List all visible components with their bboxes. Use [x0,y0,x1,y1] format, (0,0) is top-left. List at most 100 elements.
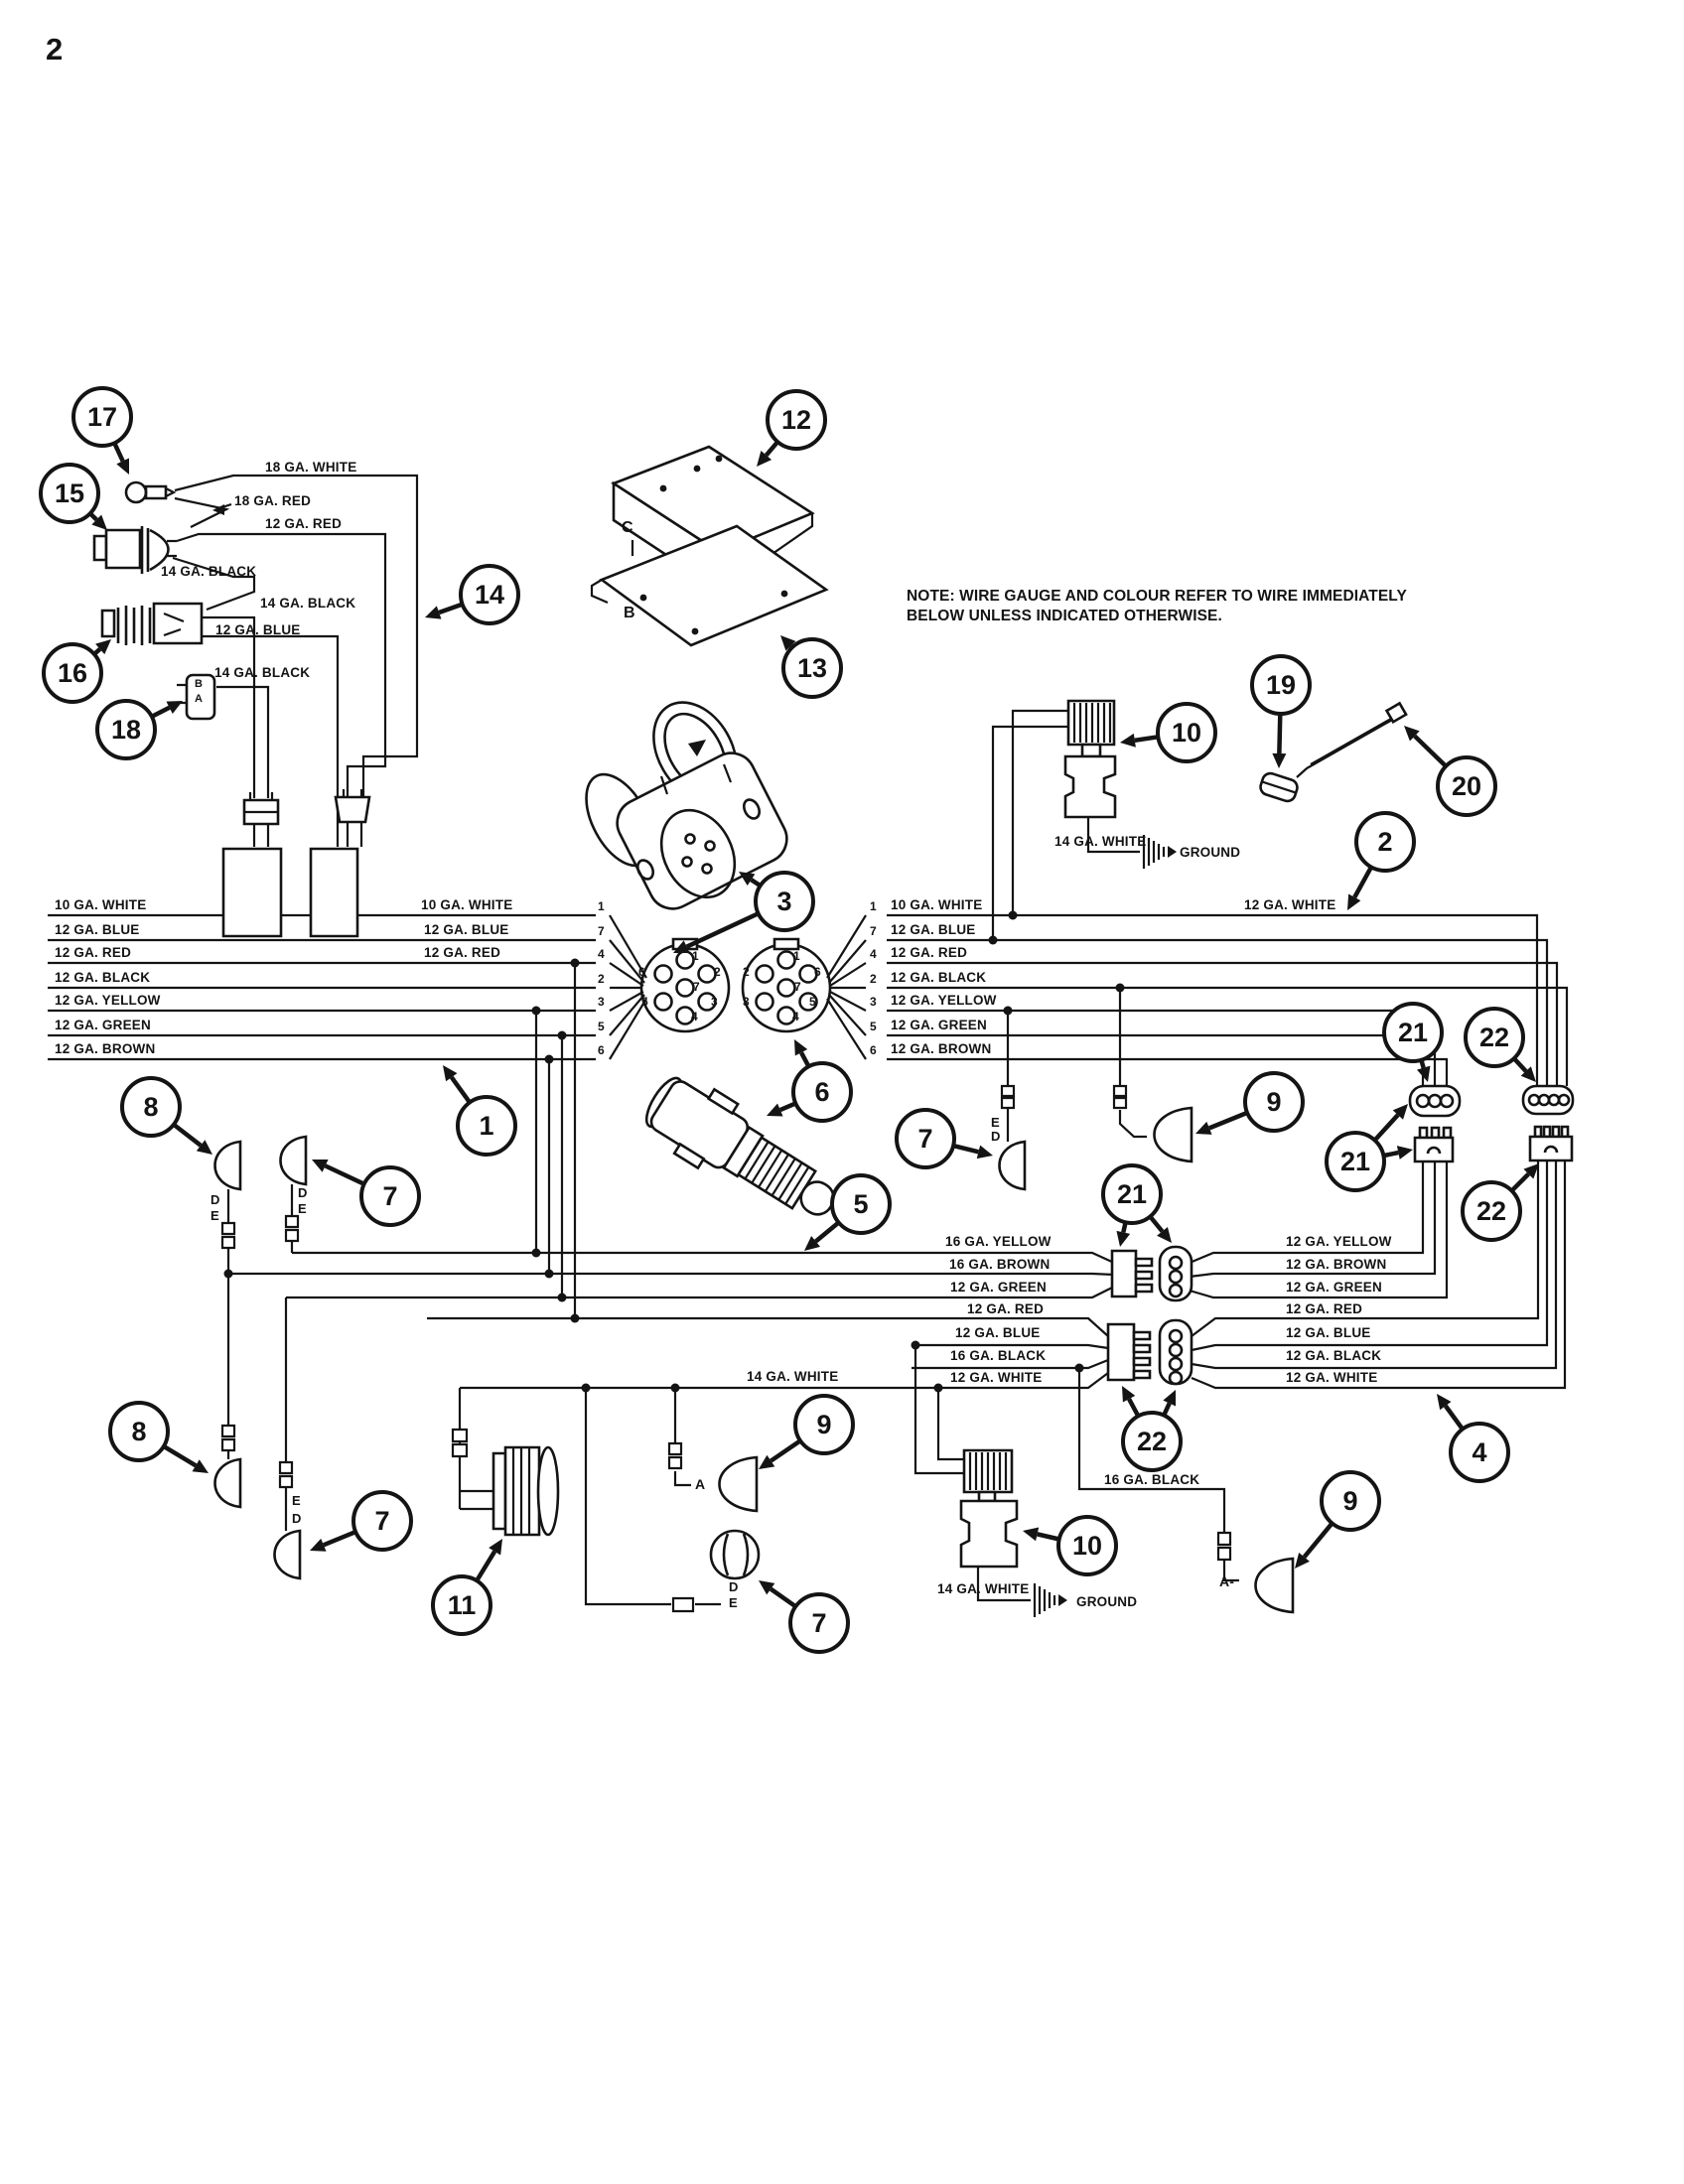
ground-symbol-top [1144,835,1177,869]
callout-number: 5 [853,1188,869,1219]
junction-dots [223,910,1125,1393]
lamp-9-bottom-mid [669,1388,757,1511]
center-bundle [228,963,1565,1388]
wire-label: 12 GA. BLUE [1286,1325,1371,1340]
callout-number: 16 [57,657,88,688]
wire-label: 12 GA. RED [265,516,343,531]
callout-number: 3 [776,886,792,916]
callout-number: 17 [86,401,118,432]
connector-22-right [1523,1086,1573,1160]
callout-circle: 20 [1436,755,1497,817]
wire-label: 12 GA. BLACK [1286,1348,1382,1363]
callout-number: 22 [1478,1022,1510,1052]
wire-label: 3 [711,995,718,1009]
wire-label: 12 GA. GREEN [55,1018,151,1032]
callout-number: 14 [474,579,505,610]
wire-label: B [195,678,204,690]
callout-number: 1 [479,1110,494,1141]
socket-16 [102,604,202,645]
wire-label: D [991,1129,1001,1144]
note-text: NOTE: WIRE GAUGE AND COLOUR REFER TO WIR… [907,587,1423,626]
callout-circle: 7 [788,1592,850,1654]
wire-label: A- [1219,1573,1235,1589]
wire-label: D [210,1192,220,1207]
circuit-breaker-10-top [993,701,1140,937]
wire-label: 2 [743,965,750,979]
connector-22-center [1108,1320,1192,1384]
wire-label: 14 GA. WHITE [937,1581,1030,1596]
callout-number: 8 [131,1416,147,1446]
wire-label: 16 GA. BLACK [1104,1472,1200,1487]
callout-circle: 9 [1320,1470,1381,1532]
wire-label: 12 GA. YELLOW [55,993,161,1008]
wire-label: 2 [714,965,721,979]
wire-label: 18 GA. RED [234,493,312,508]
wire-label: 3 [743,995,750,1009]
callout-circle: 9 [793,1394,855,1455]
wire-label: 12 GA. RED [891,945,968,960]
note-line-2: BELOW UNLESS INDICATED OTHERWISE. [907,608,1222,624]
wire-label: E [298,1201,307,1216]
callout-number: 7 [374,1505,390,1536]
wire-label: 6 [870,1043,877,1057]
callout-number: 4 [1472,1436,1487,1467]
wire-label: 4 [870,947,877,961]
wire-label: 5 [598,1020,605,1033]
wire-label: 16 GA. YELLOW [945,1234,1052,1249]
wire-label: 12 GA. RED [1286,1301,1363,1316]
wire-label: 10 GA. WHITE [421,897,513,912]
callout-number: 2 [1377,826,1393,857]
callout-circle: 7 [895,1108,956,1169]
callout-number: 10 [1071,1530,1103,1561]
clip-19 [1258,771,1299,803]
wire-label: D [298,1185,308,1200]
wire-label: 2 [598,972,605,986]
callout-number: 12 [780,404,812,435]
wire-label: 12 GA. WHITE [1244,897,1336,912]
wire-label: 12 GA. BLUE [215,622,301,637]
connector-21-right [1410,1086,1460,1161]
wire-label: D [292,1511,302,1526]
callout-circle: 9 [1243,1071,1305,1133]
wire-label: 12 GA. RED [424,945,501,960]
wire-label: 1 [870,899,877,913]
wire-label: 12 GA. BLUE [424,922,509,937]
wire-label: 14 GA. BLACK [214,665,311,680]
callout-number: 7 [811,1607,827,1638]
callout-circle: 13 [781,637,843,699]
wire-label: 12 GA. BLUE [891,922,976,937]
ground-symbol-bottom [1035,1583,1067,1617]
callout-circle: 1 [456,1095,517,1157]
circuit-breaker-10-bottom [915,1345,1031,1600]
wire-label: E [292,1493,301,1508]
lamp-chain-7-bottom-left [275,1297,301,1578]
callout-circle: 22 [1461,1180,1522,1242]
wire-label: 5 [809,995,816,1009]
trailer-socket-3 [573,688,795,917]
wire-label: GROUND [1076,1594,1138,1609]
connector-21-center [1112,1247,1192,1300]
splice-connectors [244,789,369,847]
wire-label: E [729,1595,738,1610]
callout-circle: 18 [95,699,157,760]
wire-label: 12 GA. WHITE [1286,1370,1378,1385]
wire-label: 14 GA. WHITE [1054,834,1147,849]
callout-circle: 14 [459,564,520,625]
wire-label: 18 GA. WHITE [265,460,357,475]
wire-label: 12 GA. BLACK [55,970,151,985]
lamp-7-bottom-mid [586,1388,759,1611]
wire-label: 3 [598,995,605,1009]
page-number: 2 [46,32,64,67]
callout-number: 10 [1171,717,1202,748]
lamp-chain-7-left [281,1137,307,1253]
lamp-drop-9-right [1114,988,1192,1161]
callout-circle: 16 [42,642,103,704]
wire-label: 14 GA. BLACK [260,596,356,611]
callout-number: 9 [1266,1086,1282,1117]
splice-blocks [223,849,357,936]
callout-number: 15 [54,478,85,508]
callout-number: 11 [447,1589,477,1620]
lamp-drop-7-mid [1000,1011,1026,1189]
wire-label: 12 GA. GREEN [1286,1280,1382,1295]
